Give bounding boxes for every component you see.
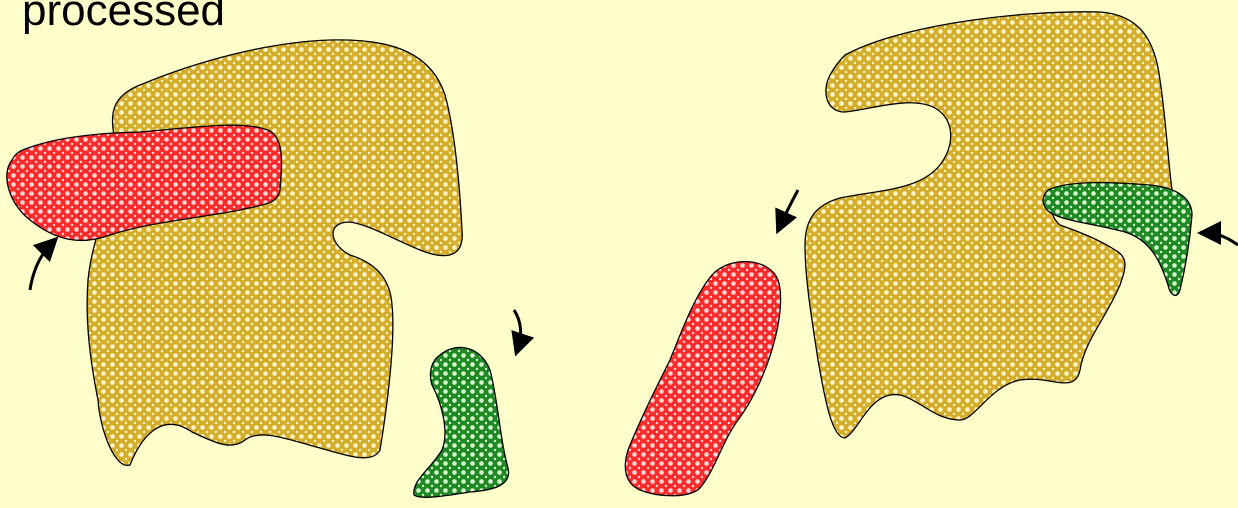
arrow-green-left [514, 310, 521, 348]
arrow-green-right [1206, 233, 1238, 245]
green-piece-left [414, 347, 509, 497]
arrow-red-right [780, 190, 798, 226]
gold-piece-left [87, 40, 462, 466]
red-piece-right [625, 262, 780, 496]
arrow-red-left [30, 243, 52, 290]
